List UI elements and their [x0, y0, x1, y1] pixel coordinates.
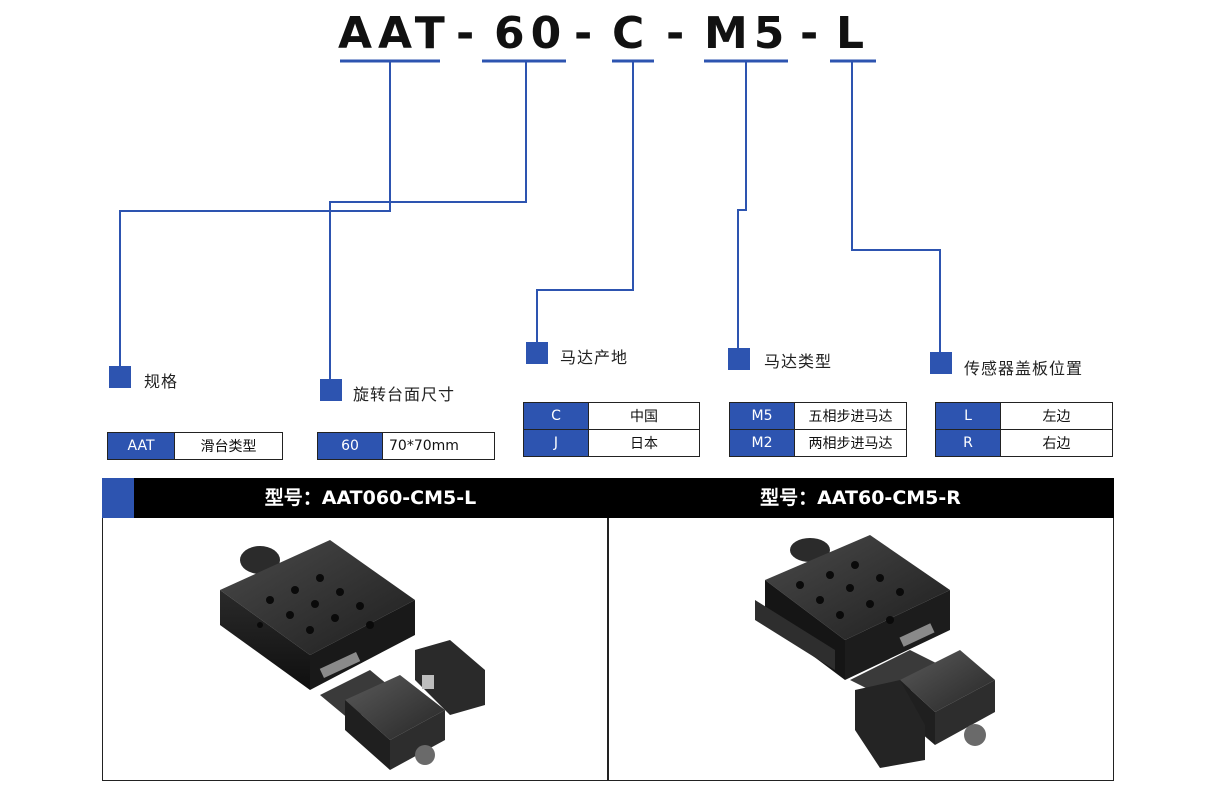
- option-value: 右边: [1000, 429, 1113, 457]
- option-value: 五相步进马达: [794, 402, 907, 430]
- option-value: 两相步进马达: [794, 429, 907, 457]
- connector-origin: [536, 61, 634, 344]
- product-image-left: [220, 540, 485, 770]
- option-value: 日本: [588, 429, 700, 457]
- category-label-origin: 马达产地: [560, 348, 629, 367]
- connector-lines: [119, 59, 941, 380]
- option-row: J 日本: [523, 429, 700, 457]
- header-accent: [102, 478, 134, 518]
- category-marker: [320, 379, 342, 401]
- panel-divider: [607, 518, 609, 781]
- options-table-sensor: L 左边 R 右边: [935, 402, 1113, 457]
- model-label-right: 型号：AAT60-CM5-R: [760, 487, 961, 509]
- product-panel-header: [102, 478, 1114, 518]
- option-key: AAT: [107, 432, 175, 460]
- code-segment-size: 60: [494, 8, 568, 59]
- option-key: M5: [729, 402, 795, 430]
- option-key: M2: [729, 429, 795, 457]
- category-label-motor: 马达类型: [764, 352, 833, 371]
- category-marker: [109, 366, 131, 388]
- option-key: L: [935, 402, 1001, 430]
- product-image-right: [755, 535, 995, 768]
- category-label-spec: 规格: [144, 372, 179, 391]
- category-marker: [728, 348, 750, 370]
- model-label-left: 型号：AAT060-CM5-L: [264, 487, 477, 509]
- category-label-sensor: 传感器盖板位置: [964, 359, 1084, 378]
- connector-sensor: [851, 61, 941, 352]
- code-separator: -: [800, 8, 819, 59]
- option-value: 中国: [588, 402, 700, 430]
- option-row: AAT 滑台类型: [107, 432, 283, 460]
- option-value: 滑台类型: [174, 432, 283, 460]
- option-value: 70*70mm: [382, 432, 495, 460]
- option-key: 60: [317, 432, 383, 460]
- code-segment-origin: C: [612, 8, 651, 59]
- connector-motor: [737, 61, 747, 348]
- option-row: L 左边: [935, 402, 1113, 430]
- options-table-origin: C 中国 J 日本: [523, 402, 700, 457]
- category-marker: [526, 342, 548, 364]
- options-table-spec: AAT 滑台类型: [107, 432, 283, 460]
- option-value: 左边: [1000, 402, 1113, 430]
- code-segment-motor: M5: [704, 8, 791, 59]
- option-row: R 右边: [935, 429, 1113, 457]
- code-separator: -: [574, 8, 593, 59]
- code-separator: -: [666, 8, 685, 59]
- code-segment-sensor: L: [836, 8, 871, 59]
- connector-spec: [119, 61, 391, 368]
- category-marker: [930, 352, 952, 374]
- category-label-size: 旋转台面尺寸: [353, 385, 456, 404]
- options-table-motor: M5 五相步进马达 M2 两相步进马达: [729, 402, 907, 457]
- option-key: J: [523, 429, 589, 457]
- option-row: M5 五相步进马达: [729, 402, 907, 430]
- option-key: R: [935, 429, 1001, 457]
- option-row: C 中国: [523, 402, 700, 430]
- option-row: M2 两相步进马达: [729, 429, 907, 457]
- code-separator: -: [456, 8, 475, 59]
- option-row: 60 70*70mm: [317, 432, 495, 460]
- options-table-size: 60 70*70mm: [317, 432, 495, 460]
- connector-size: [329, 61, 527, 380]
- option-key: C: [523, 402, 589, 430]
- code-segment-series: AAT: [338, 8, 451, 59]
